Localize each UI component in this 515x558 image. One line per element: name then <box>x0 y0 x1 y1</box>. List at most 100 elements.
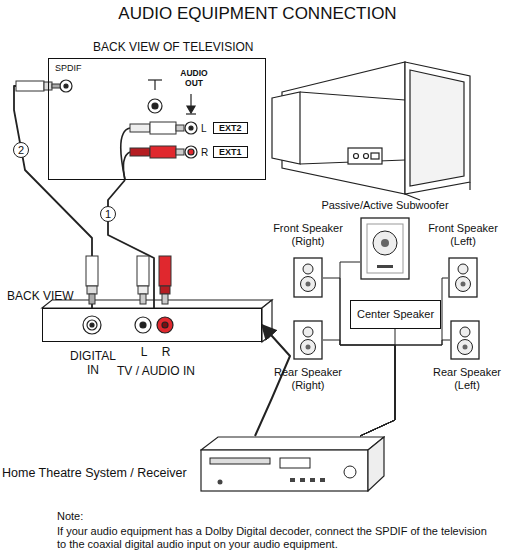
sub-outline-part <box>377 265 393 268</box>
spk-outline-part <box>301 340 316 355</box>
node-label: Center Speaker <box>357 308 434 321</box>
recv-outline-part <box>280 458 310 468</box>
tv-panel-details <box>60 80 197 158</box>
sub-outline-part <box>381 239 389 247</box>
node-label: R <box>201 147 208 159</box>
tv-rca-plugs-part <box>150 146 176 158</box>
ext-socket-label: EXT2 <box>213 122 248 134</box>
node-label: SPDIF <box>55 63 82 73</box>
speaker-wire <box>360 340 450 436</box>
tv-rca-plugs-part <box>150 122 176 134</box>
spk-outline-part <box>458 340 473 355</box>
tv-rca-plugs <box>121 122 184 180</box>
note-text: If your audio equipment has a Dolby Digi… <box>57 525 487 550</box>
recv-outline-part <box>320 478 325 482</box>
spk-outline-part <box>456 277 471 292</box>
recv-outline-part <box>368 437 384 491</box>
tv-panel-details-part <box>64 84 68 88</box>
tv-panel-details-part <box>186 113 196 114</box>
recv-outline-part <box>218 480 223 485</box>
television-drawing-part <box>364 154 369 159</box>
spdif-plug-part <box>16 81 44 91</box>
callout-number: 1 <box>100 206 116 222</box>
diagram-title: AUDIO EQUIPMENT CONNECTION <box>0 4 515 24</box>
node-label: L <box>201 123 207 135</box>
spk-outline-part <box>294 321 322 359</box>
speaker-wire <box>340 262 395 436</box>
tv-panel-details-part <box>60 80 72 92</box>
receiver-panel-drawing-part <box>135 317 151 333</box>
center-speaker: Center Speaker <box>350 300 441 329</box>
recv-outline-part <box>201 450 368 491</box>
tv-rca-plugs-part <box>130 124 150 132</box>
node-label: AUDIO OUT <box>176 69 212 89</box>
spk-outline <box>293 257 323 298</box>
spk-outline-part <box>306 345 311 350</box>
receiver-plugs-part <box>159 256 171 286</box>
node-label: DIGITAL IN <box>63 350 123 378</box>
receiver-panel-drawing-part <box>157 317 173 333</box>
callout-number: 2 <box>13 142 29 158</box>
node-label: Front Speaker (Left) <box>420 222 506 247</box>
receiver-panel-drawing-part <box>90 323 94 327</box>
television-drawing <box>272 62 470 200</box>
spk-outline-part <box>303 264 313 274</box>
tv-panel-details-part <box>189 126 193 130</box>
receiver: Home Theatre System / Receiver <box>200 436 385 492</box>
ext-socket-label: EXT1 <box>213 146 248 158</box>
node-label: EXT1 <box>219 147 242 157</box>
receiver-plugs <box>86 256 171 304</box>
spk-outline <box>450 320 480 360</box>
tv-panel-details-part <box>185 122 197 134</box>
recv-outline-part <box>210 458 270 464</box>
spk-outline-part <box>303 327 313 337</box>
recv-outline-part <box>300 478 305 482</box>
cable <box>108 180 154 308</box>
television-drawing-part <box>410 70 464 186</box>
node-label: Rear Speaker (Left) <box>427 366 507 391</box>
television-drawing-part <box>272 92 300 164</box>
receiver-panel-drawing-part <box>87 320 97 330</box>
spdif-plug <box>16 81 60 91</box>
receiver-panel-drawing <box>42 300 272 342</box>
receiver-plugs-part <box>137 256 149 286</box>
node-label: R <box>159 346 173 360</box>
panel-heading: BACK VIEW <box>7 290 74 304</box>
tv-rca-plugs-part <box>176 125 184 131</box>
television-drawing-part <box>371 153 379 159</box>
speaker: Rear Speaker (Left) <box>450 320 480 360</box>
node-label: Front Speaker (Right) <box>265 222 351 247</box>
speaker: Rear Speaker (Right) <box>293 320 323 360</box>
sub-outline-part <box>367 224 403 273</box>
node-label: Rear Speaker (Right) <box>268 366 348 391</box>
recv-outline-part <box>310 478 315 482</box>
spk-outline-part <box>306 282 311 287</box>
receiver-plugs-part <box>138 286 148 294</box>
tv-panel-details-part <box>185 146 197 158</box>
tv-back-panel: BACK VIEW OF TELEVISIONSPDIFAUDIO OUTLRE… <box>48 58 266 180</box>
recv-outline-part <box>344 466 356 478</box>
receiver-panel-drawing-part <box>42 300 272 308</box>
note-text: Note: <box>57 510 83 523</box>
spk-outline-part <box>294 258 322 297</box>
spdif-plug-part <box>52 84 60 88</box>
tv-panel-details-part <box>154 80 155 90</box>
tv-rca-plugs-part <box>121 128 130 180</box>
tv-panel-details-part <box>188 149 194 155</box>
tv-panel-details-part <box>152 103 158 109</box>
receiver-plugs-part <box>89 294 95 304</box>
sub-outline-part <box>361 218 409 279</box>
spk-outline-part <box>460 327 470 337</box>
node-label: L <box>137 346 151 360</box>
receiver-panel-drawing-part <box>162 322 168 328</box>
tv-rca-plugs-part <box>123 152 130 180</box>
speaker: Front Speaker (Right) <box>293 257 323 298</box>
receiver-plugs-part <box>160 286 170 294</box>
speaker-wire <box>323 340 395 436</box>
receiver-plugs-part <box>140 294 146 304</box>
receiver-plugs-part <box>87 286 97 294</box>
receiver-back-panel: BACK VIEWDIGITAL INLRTV / AUDIO IN <box>42 308 262 342</box>
spk-outline <box>448 257 478 298</box>
tv-panel-details-part <box>148 99 162 113</box>
receiver-panel-drawing-part <box>83 316 101 334</box>
